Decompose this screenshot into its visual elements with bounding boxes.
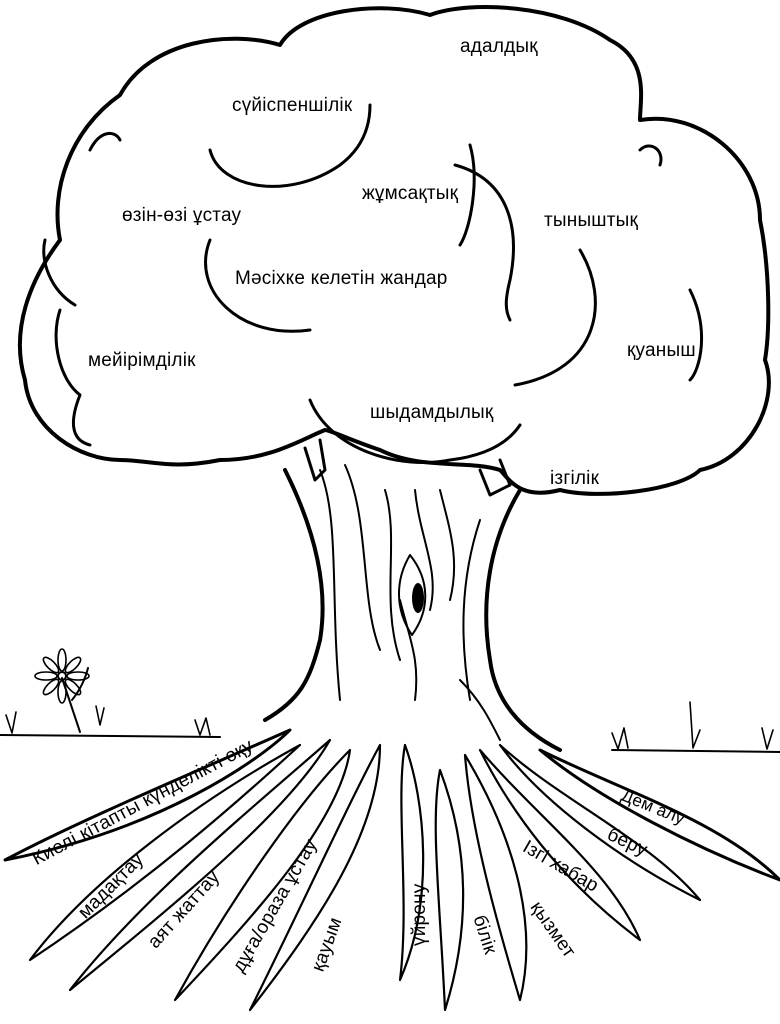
crown-curve — [453, 163, 515, 322]
fruit-label: шыдамдылық — [370, 402, 494, 423]
fruit-label: мейірімділік — [88, 350, 196, 371]
crown-curve — [42, 238, 77, 307]
grass-icon — [5, 701, 774, 750]
root — [498, 743, 702, 902]
root — [248, 743, 382, 1012]
crown-curve — [513, 248, 597, 387]
root — [28, 743, 302, 962]
ground-right — [611, 749, 780, 753]
root — [538, 748, 780, 882]
crown-curve — [458, 143, 476, 247]
fruit-label: жұмсақтық — [362, 183, 459, 204]
fruit-label: сүйіспеншілік — [232, 95, 353, 116]
root — [173, 748, 352, 1002]
trunk-left-edge — [263, 468, 325, 722]
root — [3, 728, 292, 862]
crown-curve — [204, 238, 312, 333]
fruit-label: ізгілік — [550, 468, 600, 489]
trunk-notch — [303, 438, 327, 482]
ground-left — [0, 734, 221, 738]
crown-curve — [54, 308, 92, 447]
knot-outline — [398, 554, 427, 636]
flower-icon — [34, 648, 90, 733]
roots — [3, 728, 780, 1012]
fruit-label: тыныштық — [544, 210, 639, 231]
root — [463, 753, 528, 1002]
fruit-label: өзін-өзі ұстау — [122, 205, 242, 226]
root — [398, 743, 425, 982]
root — [478, 748, 642, 942]
fruit-label: қуаныш — [627, 340, 696, 361]
root-label: үйрену — [409, 883, 430, 946]
crown-curve — [638, 144, 663, 167]
crown-curve — [208, 103, 372, 188]
trunk-right-edge — [484, 488, 562, 752]
trunk-notch — [478, 458, 512, 497]
root — [68, 738, 332, 992]
page-title: Мәсіхке келетін жандар — [235, 268, 448, 289]
knot-icon — [412, 583, 424, 613]
crown-curve — [308, 398, 522, 464]
crown-outline — [17, 5, 771, 496]
root — [434, 768, 465, 1012]
fruit-label: адалдық — [460, 36, 538, 57]
crown-curve — [88, 131, 122, 152]
crown-curve — [688, 288, 703, 382]
